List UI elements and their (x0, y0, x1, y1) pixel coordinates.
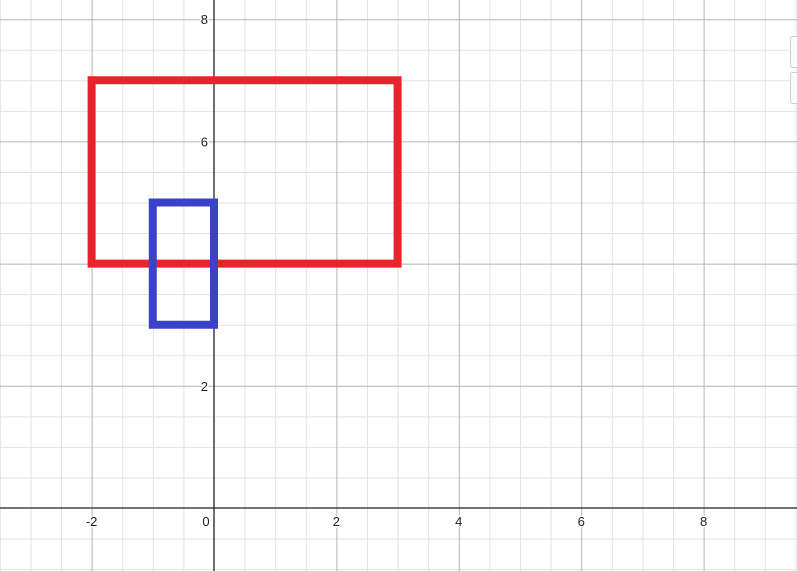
series-layer (87, 76, 402, 329)
x-tick-label: -2 (86, 514, 98, 529)
series-rectangle-2 (148, 198, 218, 329)
series-rectangle-1 (87, 76, 402, 268)
x-tick-label-bg: 6 (578, 514, 585, 529)
y-tick-label-bg: 8 (201, 12, 208, 27)
x-tick-label: 0 (202, 514, 209, 529)
side-panel-tab[interactable] (790, 72, 797, 104)
y-tick-label: 8 (201, 12, 208, 27)
y-tick-label-bg: 2 (201, 379, 208, 394)
x-tick-label-bg: 4 (455, 514, 462, 529)
x-tick-label: 4 (455, 514, 462, 529)
x-tick-label-bg: 8 (700, 514, 707, 529)
x-tick-label-bg: -2 (86, 514, 98, 529)
x-tick-label: 6 (578, 514, 585, 529)
y-tick-label: 2 (201, 379, 208, 394)
x-tick-label: 8 (700, 514, 707, 529)
x-tick-label: 2 (333, 514, 340, 529)
y-tick-label: 6 (201, 134, 208, 149)
y-tick-label-bg: 6 (201, 134, 208, 149)
side-panel-tab[interactable] (790, 36, 797, 68)
x-tick-label-bg: 0 (202, 514, 209, 529)
x-tick-label-bg: 2 (333, 514, 340, 529)
